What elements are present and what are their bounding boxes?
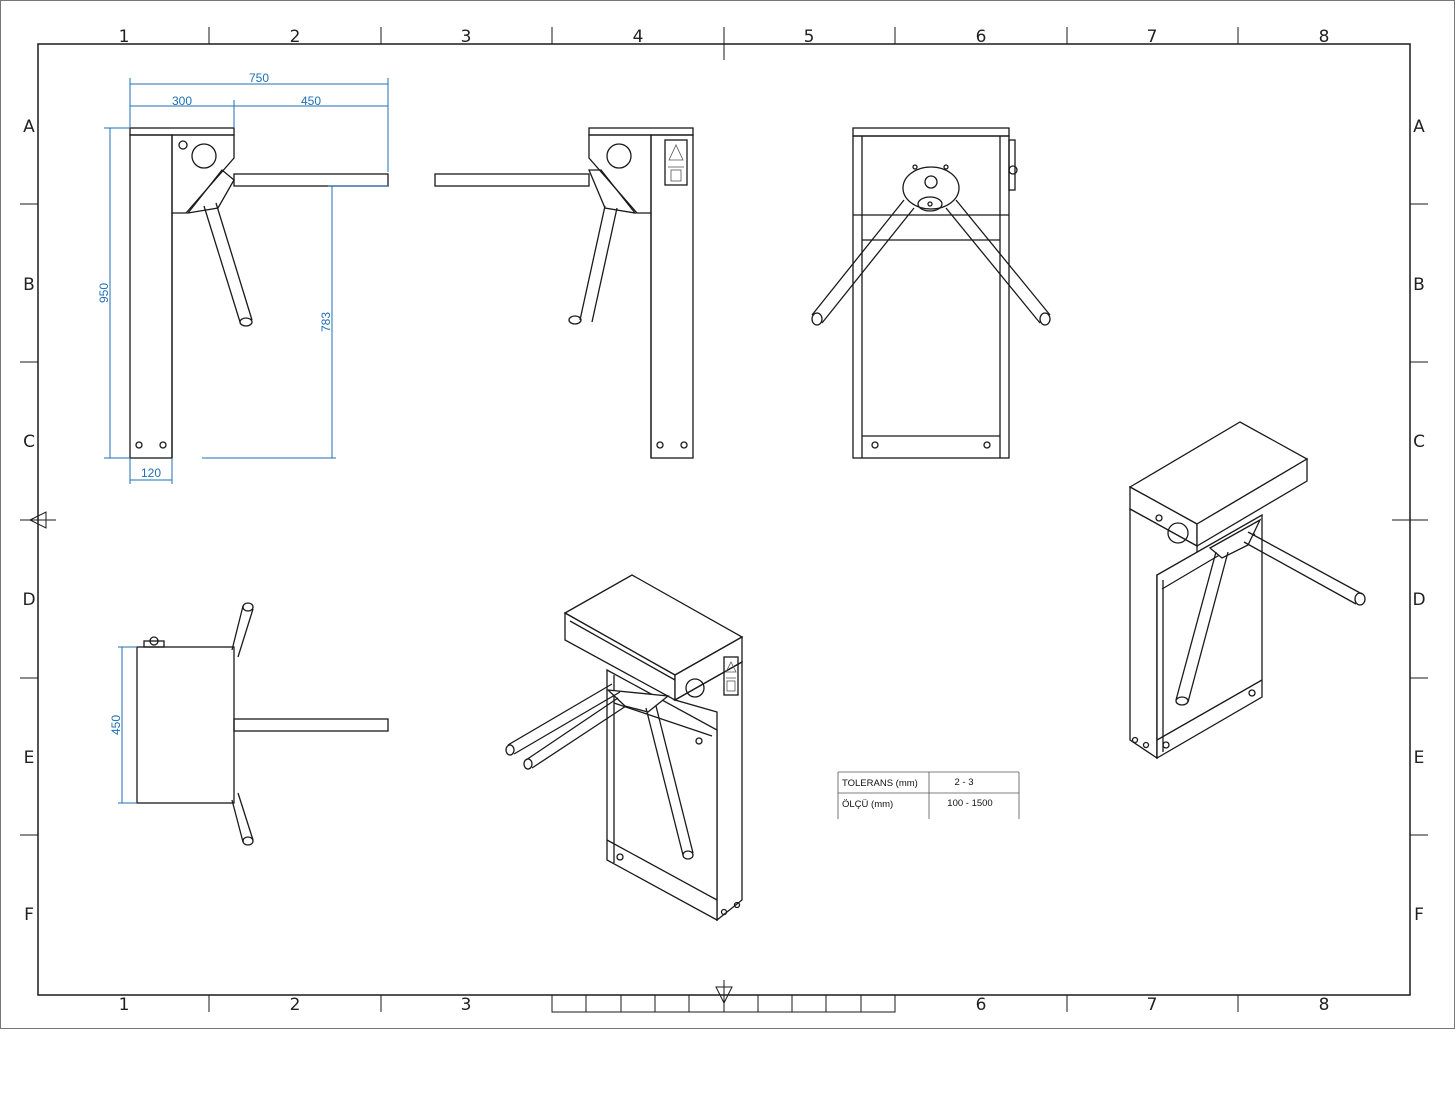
col-label: 6: [976, 27, 987, 47]
col-label: 1: [119, 995, 130, 1015]
col-label: 8: [1319, 995, 1330, 1015]
size-label: ÖLÇÜ (mm): [842, 799, 893, 810]
isometric-view-front: [505, 574, 744, 922]
dim-overall-width: 750: [249, 71, 269, 85]
dim-body-width: 300: [172, 94, 192, 108]
zone-dividers: [20, 27, 1428, 1012]
col-label: 2: [290, 995, 301, 1015]
dim-post-width: 120: [141, 466, 161, 480]
col-label: 3: [461, 27, 472, 47]
row-label: E: [24, 748, 35, 768]
col-label: 7: [1147, 995, 1158, 1015]
dim-top-depth: 450: [109, 715, 123, 735]
col-label: 7: [1147, 27, 1158, 47]
col-label: 4: [633, 27, 644, 47]
row-label: E: [1414, 748, 1425, 768]
center-mark-left-icon: [28, 511, 47, 529]
row-label: F: [1414, 905, 1424, 925]
column-labels-top: 1 2 3 4 5 6 7 8: [119, 27, 1330, 47]
row-label: A: [23, 117, 35, 137]
row-label: A: [1413, 117, 1425, 137]
col-label: 1: [119, 27, 130, 47]
column-labels-bottom: 1 2 3 6 7 8: [119, 995, 1330, 1015]
col-label: 6: [976, 995, 987, 1015]
side-view-dimensioned: 750 300 450 950 783 120: [97, 71, 389, 484]
tolerance-table: TOLERANS (mm) 2 - 3 ÖLÇÜ (mm) 100 - 1500: [837, 771, 1020, 819]
dim-arm-length: 450: [301, 94, 321, 108]
isometric-view-rear: [1128, 421, 1366, 760]
top-view: 450: [109, 602, 389, 846]
dim-height: 950: [97, 283, 111, 303]
col-label: 3: [461, 995, 472, 1015]
row-labels-right: A B C D E F: [1412, 117, 1425, 925]
row-label: C: [1413, 432, 1425, 452]
tolerance-label: TOLERANS (mm): [842, 778, 918, 789]
row-label: B: [1413, 275, 1425, 295]
row-label: D: [22, 590, 35, 610]
dim-arm-height: 783: [319, 312, 333, 332]
size-value: 100 - 1500: [947, 798, 992, 809]
row-label: B: [23, 275, 35, 295]
row-labels-left: A B C D E F: [22, 117, 35, 925]
side-view-mirrored: [434, 127, 694, 459]
tolerance-value: 2 - 3: [954, 777, 973, 788]
scale-bar: [551, 994, 896, 1013]
front-view: [811, 127, 1051, 459]
col-label: 2: [290, 27, 301, 47]
row-label: F: [24, 905, 34, 925]
row-label: D: [1412, 590, 1425, 610]
col-label: 5: [804, 27, 815, 47]
row-label: C: [23, 432, 35, 452]
col-label: 8: [1319, 27, 1330, 47]
